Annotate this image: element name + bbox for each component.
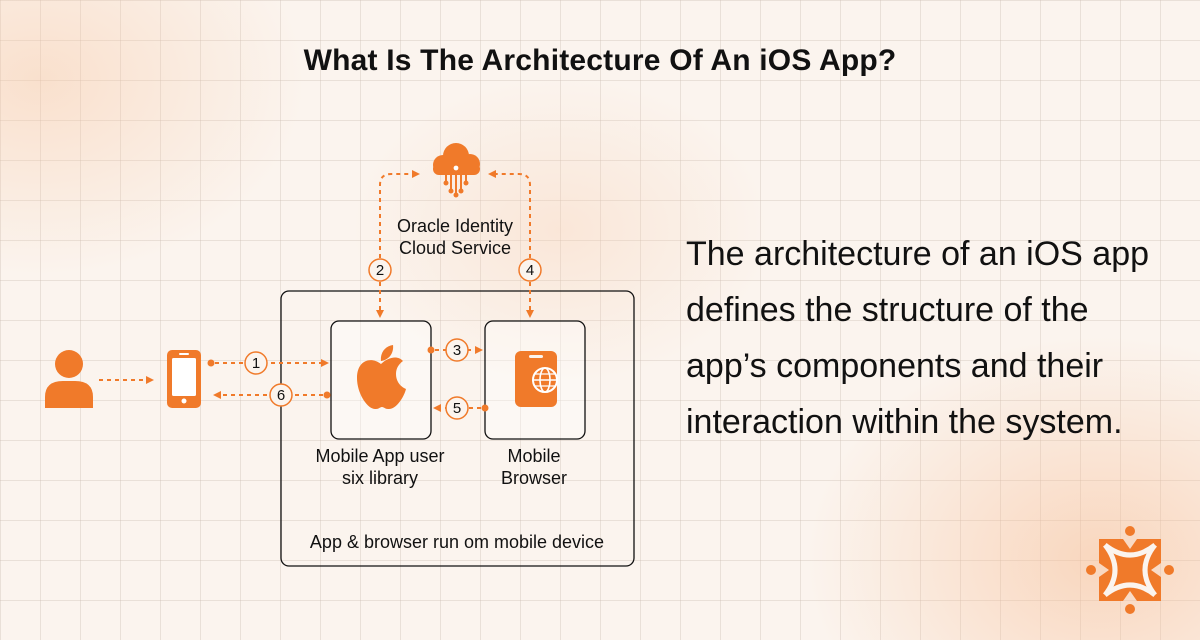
architecture-diagram: 1 6 3 5 2 [45,143,635,567]
browser-label-line2: Browser [501,468,567,488]
step-badge-1: 1 [244,351,268,375]
page-title: What Is The Architecture Of An iOS App? [303,44,897,77]
step-badge-4: 4 [518,258,542,282]
device-label: App & browser run om mobile device [310,532,604,552]
flow-step-2-up [379,170,420,258]
cloud-label-line1: Oracle Identity [397,216,513,236]
step-badge-5: 5 [445,396,469,420]
svg-text:4: 4 [526,262,534,279]
device-container [280,290,635,567]
globe-phone-icon [515,351,558,407]
step-badge-6: 6 [269,383,293,407]
phone-icon [167,350,201,408]
cloud-label-line2: Cloud Service [399,238,511,258]
step-badge-3: 3 [445,338,469,362]
svg-text:5: 5 [453,400,461,417]
apple-icon [357,345,406,410]
user-icon [45,350,93,408]
cloud-icon [433,143,480,198]
app-label-line2: six library [342,468,418,488]
app-label-line1: Mobile App user [315,446,444,466]
svg-text:2: 2 [376,262,384,279]
flow-step-4-up [488,170,531,258]
step-badge-2: 2 [368,258,392,282]
svg-text:6: 6 [277,387,285,404]
description-text: The architecture of an iOS app defines t… [686,235,1150,441]
brand-logo-icon [1086,526,1174,614]
svg-text:1: 1 [252,355,260,372]
browser-label-line1: Mobile [507,446,560,466]
svg-text:3: 3 [453,342,461,359]
